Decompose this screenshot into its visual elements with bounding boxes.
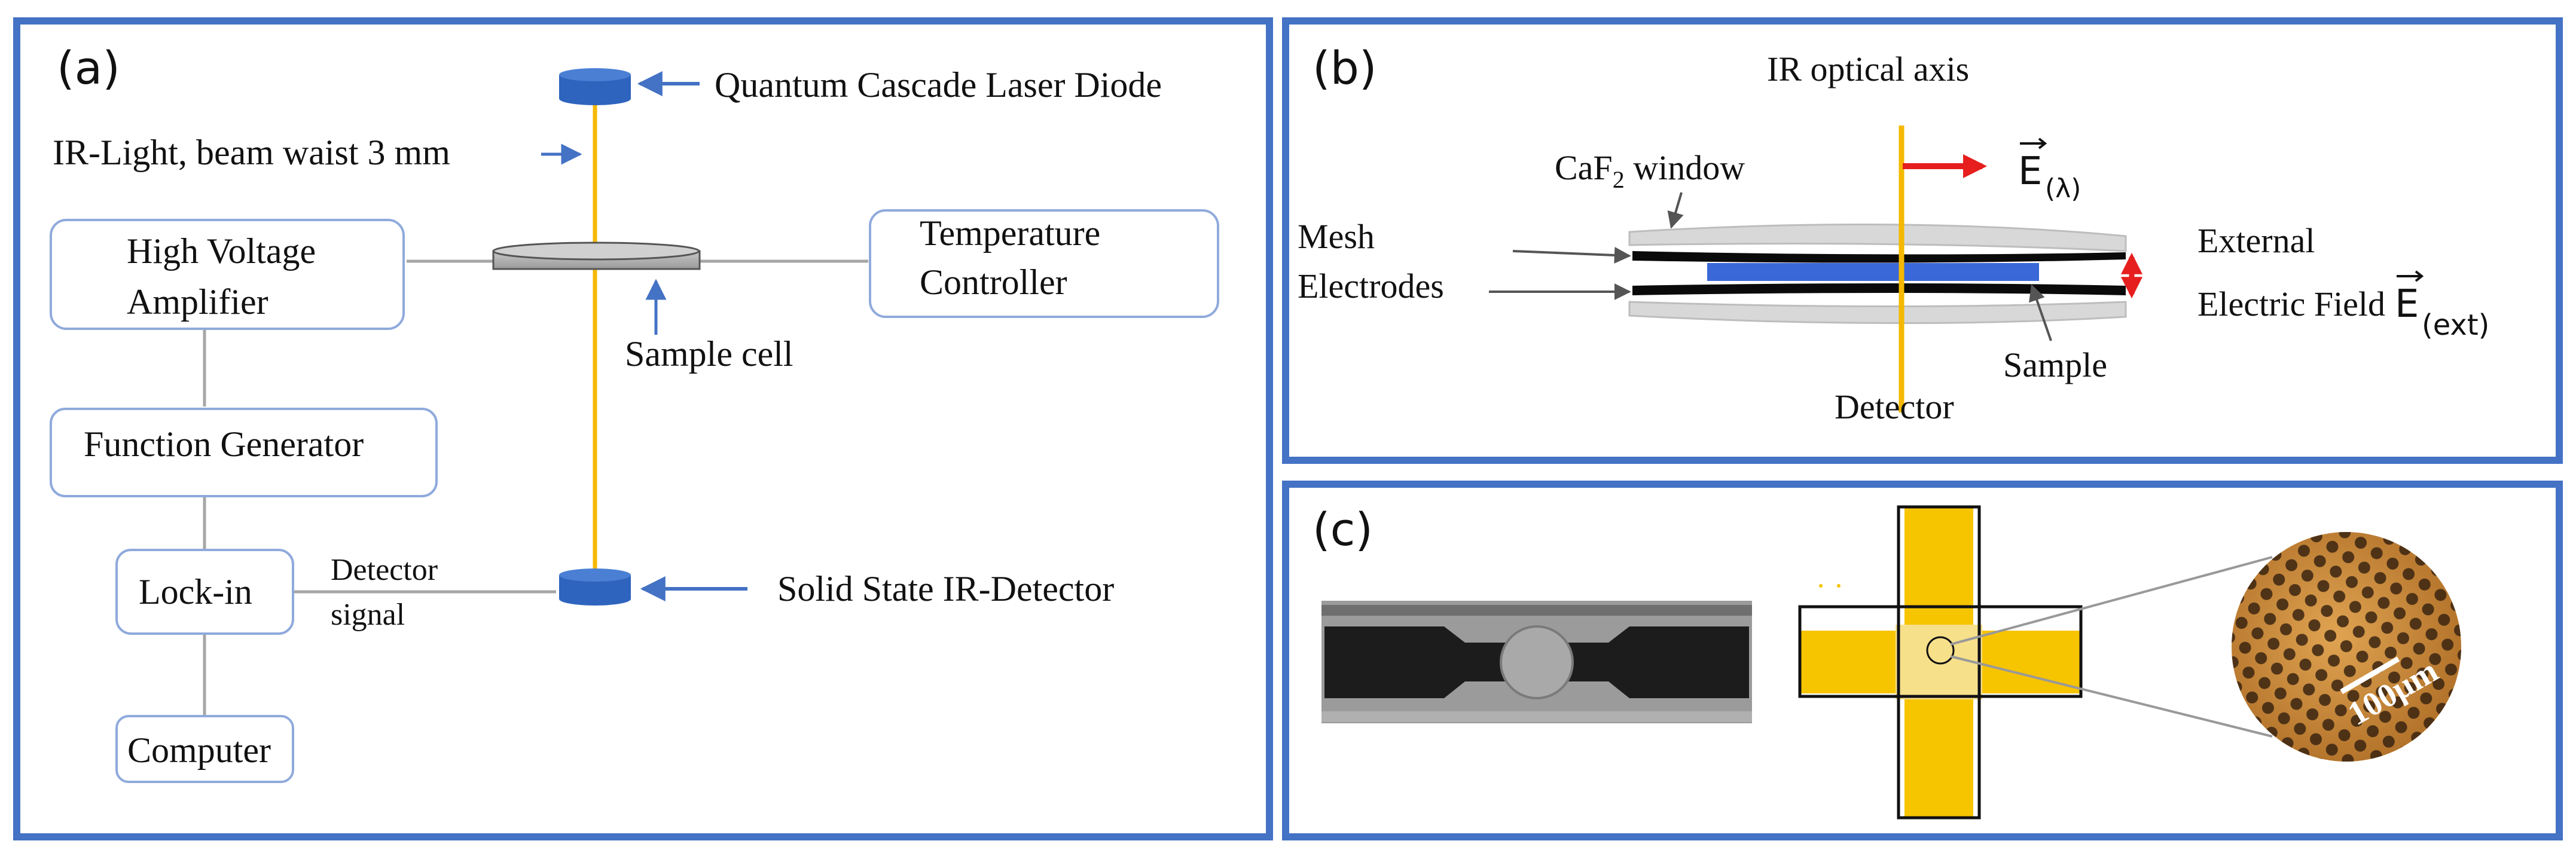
svg-text:E: E bbox=[2018, 149, 2042, 194]
panel-b: (b) IR optical axis E (λ) CaF2 window Me… bbox=[1282, 17, 2563, 464]
temperature-controller-line1: Temperature bbox=[920, 213, 1100, 253]
svg-text:E: E bbox=[2395, 282, 2419, 326]
sample-layer bbox=[1707, 263, 2039, 281]
svg-text:CaF2 window: CaF2 window bbox=[1555, 148, 1745, 193]
optical-axis-label: IR optical axis bbox=[1767, 50, 1969, 88]
hv-amplifier-line1: High Voltage bbox=[127, 231, 316, 271]
computer-box bbox=[115, 715, 294, 783]
temperature-controller-box bbox=[869, 209, 1219, 318]
svg-text:(λ): (λ) bbox=[2045, 173, 2081, 204]
cell-photo bbox=[1321, 601, 1752, 723]
lower-window bbox=[1628, 301, 2127, 325]
upper-mesh-electrode bbox=[1632, 251, 2126, 263]
window-pointer bbox=[1667, 192, 1684, 229]
panel-a-tag: (a) bbox=[57, 41, 120, 94]
sample-cell-icon bbox=[492, 241, 701, 270]
sample-label: Sample bbox=[2003, 346, 2107, 384]
window-label: CaF2 window bbox=[1555, 148, 1745, 193]
lockin-box bbox=[115, 549, 294, 635]
mesh-micrograph: 100μm bbox=[2217, 517, 2476, 776]
laser-diode-icon bbox=[559, 68, 631, 105]
panel-b-frame bbox=[1282, 17, 2563, 464]
panel-c: (c) 1 bbox=[1282, 481, 2563, 840]
sample-cell-label: Sample cell bbox=[625, 334, 793, 374]
external-label-line1: External bbox=[2197, 221, 2315, 260]
electrode-schematic bbox=[1798, 505, 2083, 820]
detector-label-b: Detector bbox=[1835, 387, 1954, 426]
panel-c-tag: (c) bbox=[1313, 503, 1373, 556]
lockin-label: Lock-in bbox=[139, 572, 252, 612]
temperature-controller-line2: Controller bbox=[920, 262, 1067, 302]
e-lambda-label: E (λ) bbox=[2018, 137, 2081, 204]
mesh-pointer-upper bbox=[1512, 246, 1631, 264]
detector-signal-line1: Detector bbox=[331, 553, 438, 587]
e-ext-label: E (ext) bbox=[2395, 270, 2489, 342]
panel-c-frame bbox=[1282, 481, 2563, 840]
svg-text:(ext): (ext) bbox=[2422, 308, 2489, 342]
zoom-line-bottom bbox=[1950, 655, 2273, 738]
hv-amplifier-box bbox=[50, 219, 405, 330]
upper-window bbox=[1628, 224, 2127, 252]
panel-a: (a) Quantum Cascade Laser Diode IR-Light… bbox=[13, 17, 1273, 840]
laser-label: Quantum Cascade Laser Diode bbox=[715, 65, 1162, 105]
function-generator-label: Function Generator bbox=[84, 424, 364, 464]
panel-b-tag: (b) bbox=[1313, 41, 1377, 94]
mesh-label-line1: Mesh bbox=[1298, 217, 1375, 256]
computer-label: Computer bbox=[127, 730, 271, 770]
external-label-line2: Electric Field bbox=[2197, 285, 2385, 323]
detector-signal-line2: signal bbox=[331, 598, 405, 632]
function-generator-box bbox=[50, 408, 438, 497]
ir-light-label: IR-Light, beam waist 3 mm bbox=[53, 133, 450, 172]
sample-pointer bbox=[2029, 284, 2052, 341]
ir-detector-icon bbox=[559, 568, 631, 606]
hv-amplifier-line2: Amplifier bbox=[127, 282, 268, 322]
mesh-label-line2: Electrodes bbox=[1298, 267, 1444, 305]
panel-a-frame bbox=[13, 17, 1273, 840]
lower-mesh-electrode bbox=[1632, 283, 2126, 295]
zoom-line-top bbox=[1950, 556, 2273, 646]
detector-label: Solid State IR-Detector bbox=[777, 569, 1114, 609]
